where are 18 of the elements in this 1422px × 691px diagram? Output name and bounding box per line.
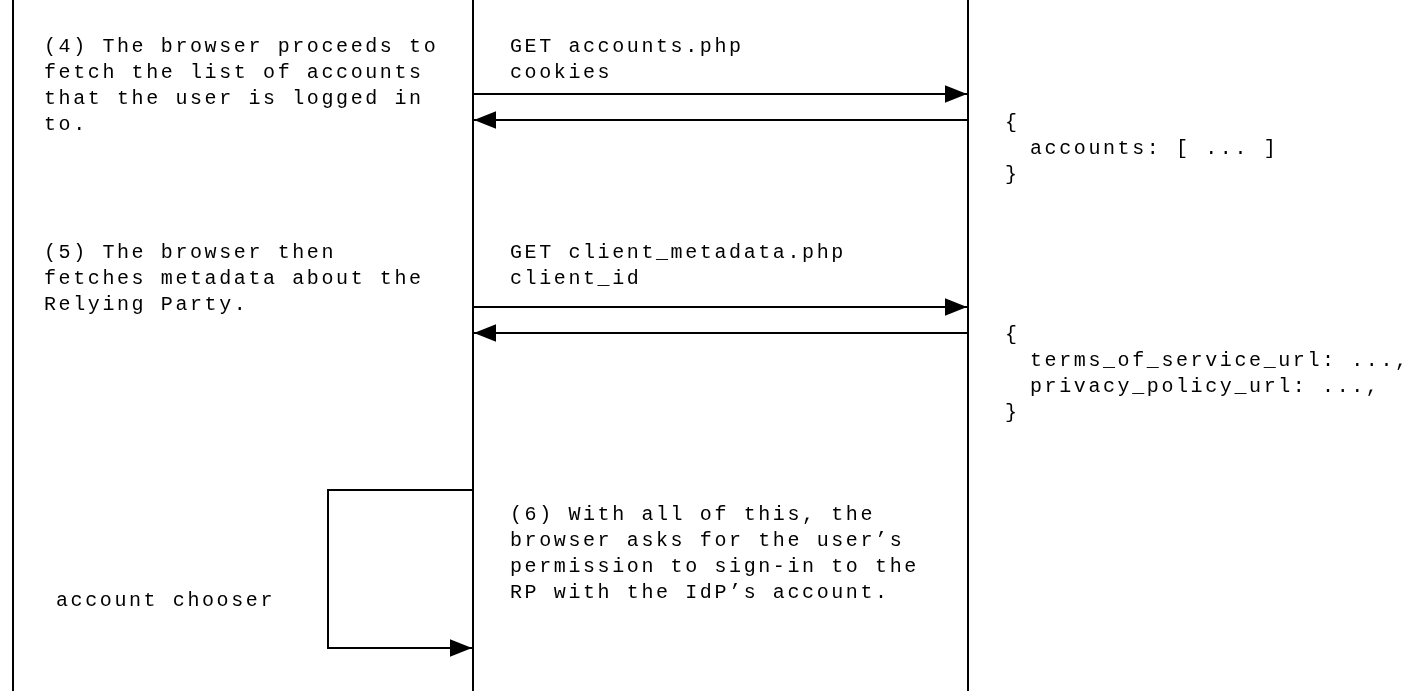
message-arrow: [473, 298, 968, 316]
step-note: (4) The browser proceeds to fetch the list of accounts that the user is logged in to.: [44, 34, 440, 138]
message-arrow: [473, 111, 968, 129]
code-line: accounts: [ ... ]: [1030, 136, 1279, 162]
code-line: terms_of_service_url: ...,: [1030, 348, 1410, 374]
code-line: }: [1005, 400, 1020, 426]
message-arrow: [473, 85, 968, 103]
self-arrow: [327, 489, 473, 657]
code-line: }: [1005, 162, 1020, 188]
message-arrow: [473, 324, 968, 342]
lifeline: [967, 0, 969, 691]
step-note: (5) The browser then fetches metadata about the Relying Party.: [44, 240, 425, 318]
lifeline: [472, 0, 474, 691]
code-line: {: [1005, 322, 1020, 348]
code-line: privacy_policy_url: ...,: [1030, 374, 1381, 400]
step-note: (6) With all of this, the browser asks for the user’s permission to sign-in to the RP with the IdP’s account.: [510, 502, 920, 606]
ui-label: account chooser: [56, 588, 276, 614]
code-line: {: [1005, 110, 1020, 136]
